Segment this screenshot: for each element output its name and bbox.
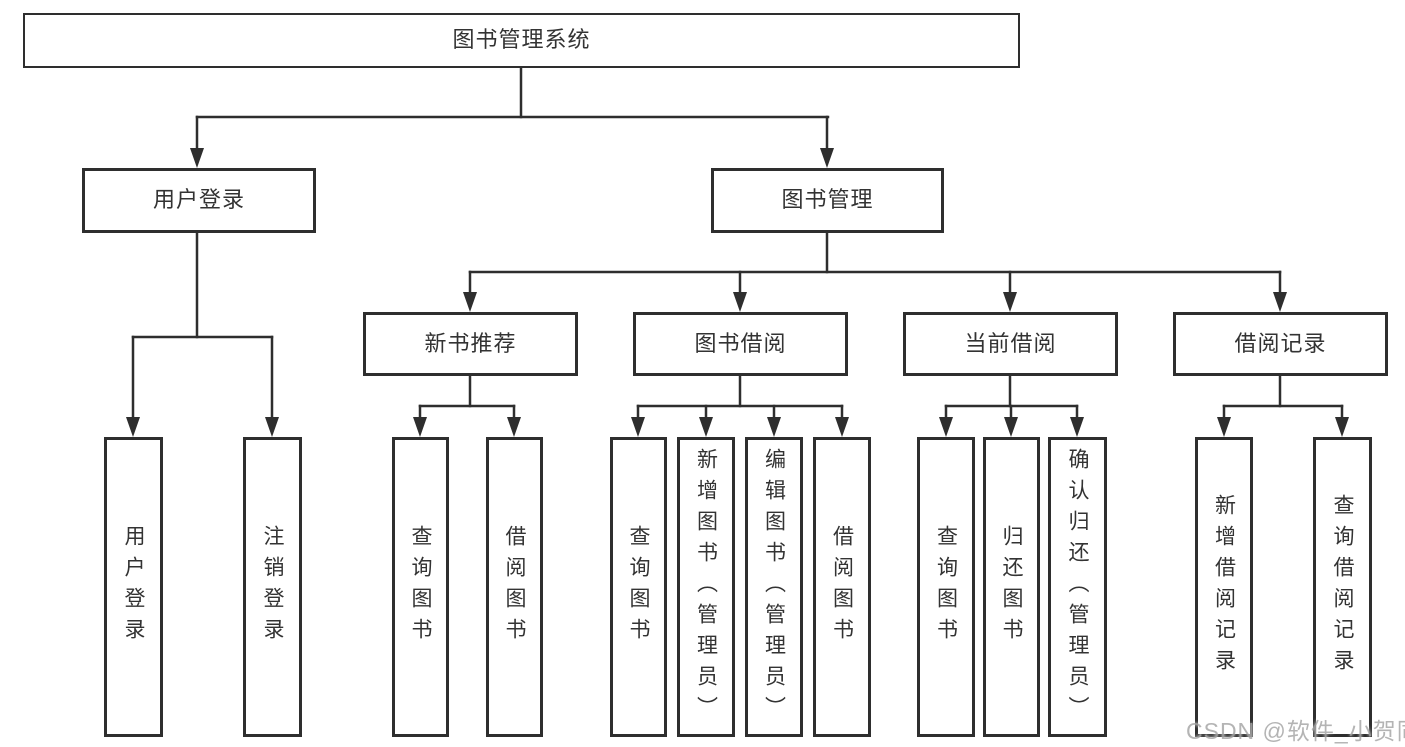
leaf-logout: 注销登录 <box>243 437 302 737</box>
node-label: 借阅图书 <box>503 525 526 649</box>
node-label: 确认归还（管理员） <box>1066 447 1089 727</box>
node-label: 查询图书 <box>627 525 650 649</box>
csdn-watermark: CSDN @软件_小贺同学 <box>1186 718 1405 744</box>
node-book-management: 图书管理 <box>711 168 944 233</box>
node-label: 用户登录 <box>122 525 145 649</box>
node-label: 新增图书（管理员） <box>694 447 718 727</box>
leaf-query-books-borrowing: 查询图书 <box>610 437 667 737</box>
node-new-book-recommendation: 新书推荐 <box>363 312 578 376</box>
node-label: 查询图书 <box>409 525 432 649</box>
leaf-borrow-books-borrowing: 借阅图书 <box>813 437 871 737</box>
node-label: 图书管理系统 <box>452 27 591 53</box>
leaf-add-borrow-record: 新增借阅记录 <box>1195 437 1253 737</box>
node-label: 借阅记录 <box>1234 330 1327 356</box>
leaf-return-book: 归还图书 <box>983 437 1040 737</box>
leaf-edit-book-admin: 编辑图书（管理员） <box>745 437 803 737</box>
node-user-login: 用户登录 <box>82 168 316 233</box>
node-book-borrowing: 图书借阅 <box>633 312 848 376</box>
node-label: 归还图书 <box>1000 525 1023 649</box>
node-label: 新增借阅记录 <box>1212 494 1236 680</box>
node-label: 注销登录 <box>261 525 284 649</box>
node-label: 用户登录 <box>152 187 245 213</box>
node-label: 编辑图书（管理员） <box>762 447 786 727</box>
leaf-user-login: 用户登录 <box>104 437 163 737</box>
leaf-borrow-books-recommend: 借阅图书 <box>486 437 543 737</box>
node-label: 当前借阅 <box>964 330 1057 356</box>
node-library-management-system: 图书管理系统 <box>23 13 1020 68</box>
node-borrowing-records: 借阅记录 <box>1173 312 1388 376</box>
leaf-query-books-current: 查询图书 <box>917 437 975 737</box>
leaf-confirm-return-admin: 确认归还（管理员） <box>1048 437 1107 737</box>
node-label: 图书借阅 <box>694 330 787 356</box>
leaf-query-books-recommend: 查询图书 <box>392 437 449 737</box>
node-label: 图书管理 <box>781 187 874 213</box>
node-current-borrowing: 当前借阅 <box>903 312 1118 376</box>
node-label: 查询图书 <box>934 525 958 649</box>
node-label: 新书推荐 <box>424 330 517 356</box>
leaf-add-book-admin: 新增图书（管理员） <box>677 437 735 737</box>
connector-group <box>126 66 1349 437</box>
node-label: 借阅图书 <box>830 525 854 649</box>
node-label: 查询借阅记录 <box>1331 494 1354 680</box>
leaf-query-borrow-record: 查询借阅记录 <box>1313 437 1372 737</box>
